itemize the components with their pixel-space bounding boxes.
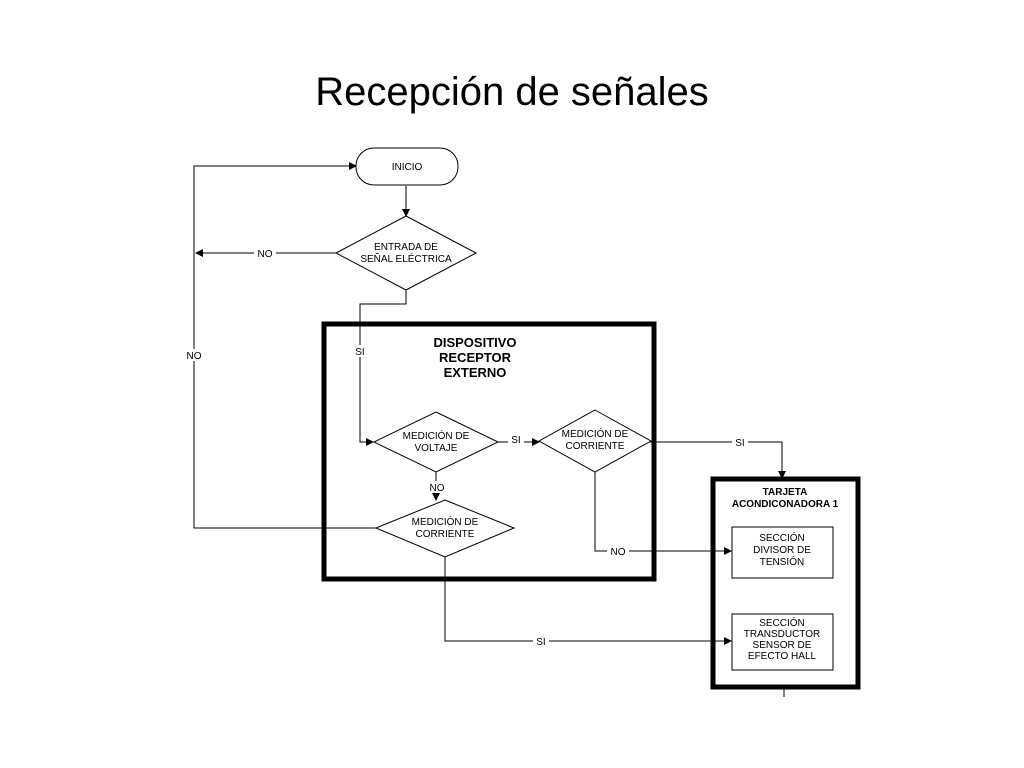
label-si-signal: SI bbox=[355, 347, 364, 358]
section-divider-line2: DIVISOR DE bbox=[753, 545, 811, 556]
section-transducer: SECCIÓN TRANSDUCTOR SENSOR DE EFECTO HAL… bbox=[731, 613, 834, 671]
edge-labels: NO NO SI SI NO SI NO SI bbox=[183, 247, 748, 648]
device-title-line3: EXTERNO bbox=[444, 365, 507, 380]
section-divider-line3: TENSIÓN bbox=[760, 555, 804, 568]
card-title: TARJETA ACONDICONADORA 1 bbox=[732, 487, 839, 510]
card-frame bbox=[710, 476, 861, 690]
decision-current-bottom-line2: CORRIENTE bbox=[416, 529, 475, 540]
decision-signal-line1: ENTRADA DE bbox=[374, 242, 438, 253]
label-si-voltage: SI bbox=[511, 435, 520, 446]
decision-voltage: MEDICIÓN DE VOLTAJE bbox=[372, 411, 500, 473]
edge-signal-si bbox=[359, 290, 407, 446]
edge-current-bottom-si bbox=[444, 557, 732, 645]
section-divider: SECCIÓN DIVISOR DE TENSIÓN bbox=[731, 526, 834, 579]
slide-title: Recepción de señales bbox=[315, 70, 709, 114]
section-divider-line1: SECCIÓN bbox=[759, 531, 805, 544]
edge-current-right-si bbox=[650, 441, 786, 479]
section-transducer-line4: EFECTO HALL bbox=[748, 651, 817, 662]
card-title-line2: ACONDICONADORA 1 bbox=[732, 499, 839, 510]
start-node: INICIO bbox=[355, 147, 459, 186]
decision-current-right-line1: MEDICIÓN DE bbox=[562, 427, 629, 440]
decision-current-bottom: MEDICIÓN DE CORRIENTE bbox=[374, 499, 516, 558]
connectors bbox=[193, 162, 786, 697]
start-label: INICIO bbox=[392, 162, 423, 173]
decision-current-bottom-line1: MEDICIÓN DE bbox=[412, 515, 479, 528]
device-title-line1: DISPOSITIVO bbox=[433, 335, 516, 350]
section-transducer-line2: TRANSDUCTOR bbox=[744, 629, 820, 640]
edge-loop-to-start bbox=[193, 162, 376, 529]
label-no-voltage: NO bbox=[430, 483, 445, 494]
device-frame bbox=[321, 321, 657, 582]
section-transducer-line1: SECCIÓN bbox=[759, 616, 805, 629]
label-no-loop: NO bbox=[187, 351, 202, 362]
label-no-current-right: NO bbox=[611, 547, 626, 558]
decision-current-right-line2: CORRIENTE bbox=[566, 441, 625, 452]
decision-voltage-line2: VOLTAJE bbox=[415, 443, 458, 454]
decision-voltage-line1: MEDICIÓN DE bbox=[403, 429, 470, 442]
decision-signal-line2: SEÑAL ELÉCTRICA bbox=[360, 252, 452, 265]
section-transducer-line3: SENSOR DE bbox=[753, 640, 812, 651]
device-title-line2: RECEPTOR bbox=[439, 350, 512, 365]
decision-signal: ENTRADA DE SEÑAL ELÉCTRICA bbox=[334, 215, 478, 291]
edge-current-right-no bbox=[594, 472, 732, 555]
label-si-current-bottom: SI bbox=[536, 637, 545, 648]
decision-current-right: MEDICIÓN DE CORRIENTE bbox=[537, 409, 653, 473]
card-title-line1: TARJETA bbox=[763, 487, 808, 498]
device-title: DISPOSITIVO RECEPTOR EXTERNO bbox=[433, 335, 516, 380]
label-si-current-right: SI bbox=[735, 438, 744, 449]
label-no-signal: NO bbox=[258, 249, 273, 260]
